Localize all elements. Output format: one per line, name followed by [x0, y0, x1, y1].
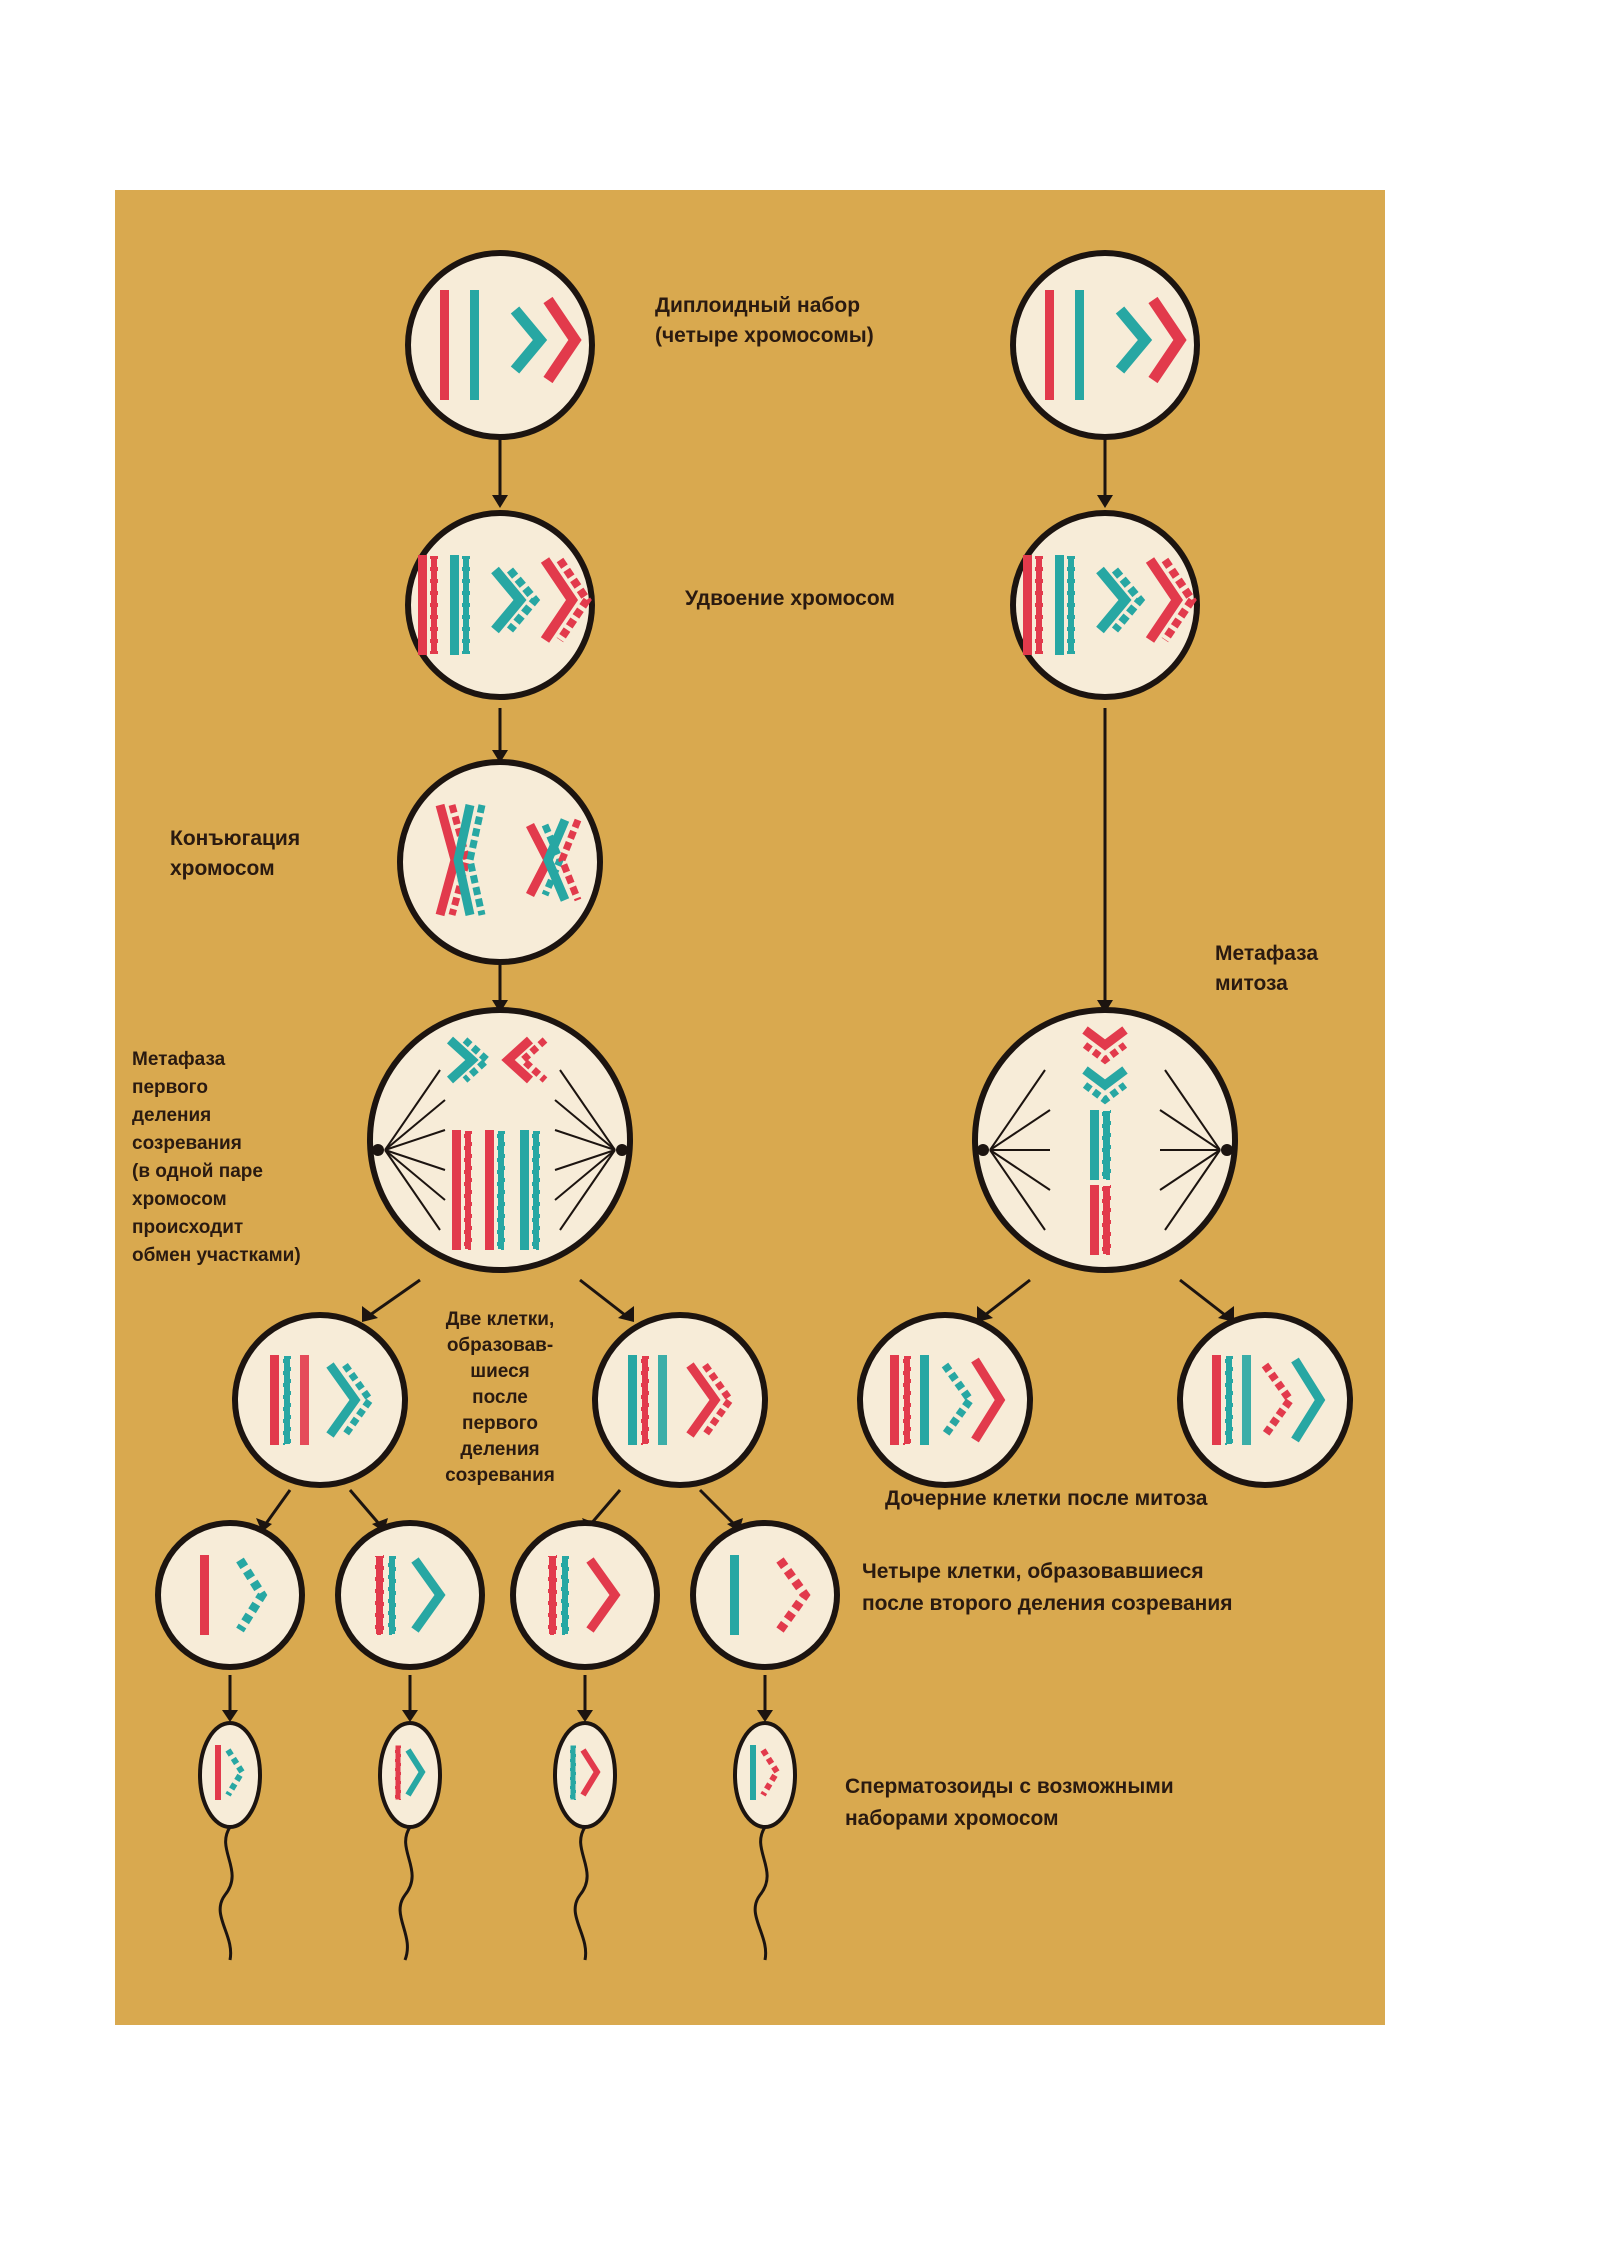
label-line: хромосом [170, 857, 275, 880]
arrowhead-to-sperm-3 [577, 1710, 593, 1722]
cell-first-division-right [592, 1312, 768, 1488]
label-line: после [472, 1387, 528, 1408]
label-spermatozoa: Сперматозоиды с возможными наборами хромо… [845, 1775, 1174, 1830]
arrowhead-meiosis-3 [492, 1000, 508, 1013]
arrowhead-first-division-left [362, 1306, 378, 1322]
spermatozoon-1 [198, 1721, 262, 1961]
spermatozoon-2 [378, 1721, 442, 1961]
cell-second-division-1 [155, 1520, 305, 1670]
label-conjugation: Конъюгация хромосом [170, 827, 300, 880]
arrowhead-meiosis-1 [492, 495, 508, 508]
label-line: шиеся [470, 1361, 530, 1382]
cell-doubled-meiosis [405, 510, 595, 700]
arrowhead-mitosis-2 [1097, 1000, 1113, 1013]
label-diploid-set: Диплоидный набор (четыре хромосомы) [655, 294, 874, 347]
arrowhead-to-sperm-4 [757, 1710, 773, 1722]
arrows [228, 438, 1226, 1715]
arrow-mitosis-right [1179, 1278, 1226, 1317]
arrow-second-division-4 [698, 1488, 737, 1527]
label-chromosome-doubling: Удвоение хромосом [685, 587, 895, 610]
label-line: происходит [132, 1217, 243, 1238]
cell-second-division-3 [510, 1520, 660, 1670]
cell-second-division-2 [335, 1520, 485, 1670]
label-line: Две клетки, [446, 1309, 554, 1330]
arrowhead-to-sperm-2 [402, 1710, 418, 1722]
label-line: Четыре клетки, образовавшиеся [862, 1560, 1204, 1583]
label-line: митоза [1215, 972, 1288, 995]
arrowhead-meiosis-2 [492, 750, 508, 763]
label-two-cells: Две клетки, образовав-шиеся после первого де… [445, 1309, 555, 1486]
label-line: Удвоение хромосом [685, 587, 895, 610]
arrow-second-division-3 [588, 1489, 622, 1526]
label-line: Диплоидный набор [655, 294, 860, 317]
arrow-second-division-2 [348, 1489, 382, 1526]
arrow-second-division-1 [263, 1489, 292, 1526]
cell-diploid-meiosis [405, 250, 595, 440]
label-line: созревания [132, 1133, 242, 1154]
label-line: обмен участками) [132, 1245, 301, 1266]
label-line: Метафаза [132, 1049, 226, 1070]
cell-metaphase-first-division [367, 1007, 633, 1273]
cell-metaphase-mitosis [972, 1007, 1238, 1273]
cell-conjugation [397, 759, 603, 965]
arrowhead-mitosis-1 [1097, 495, 1113, 508]
cell-doubled-mitosis [1010, 510, 1200, 700]
label-metaphase-first-division: Метафаза первого деления созревания (в одной… [132, 1049, 301, 1266]
label-line: Сперматозоиды с возможными [845, 1775, 1174, 1798]
arrow-first-division-right [579, 1278, 626, 1317]
arrow-first-division-left [369, 1278, 421, 1317]
spermatozoon-4 [733, 1721, 797, 1961]
label-line: Конъюгация [170, 827, 300, 850]
label-daughter-cells: Дочерние клетки после митоза [885, 1487, 1208, 1510]
label-metaphase-mitosis: Метафаза митоза [1215, 942, 1318, 995]
arrowhead-first-division-right [618, 1306, 634, 1322]
label-line: созревания [445, 1465, 555, 1486]
arrowhead-second-division-1 [256, 1518, 272, 1532]
label-four-cells: Четыре клетки, образовавшиеся после второ… [862, 1560, 1233, 1615]
label-line: образовав- [447, 1335, 553, 1356]
spermatozoon-3 [553, 1721, 617, 1961]
cell-second-division-4 [690, 1520, 840, 1670]
label-line: (четыре хромосомы) [655, 324, 874, 347]
label-line: первого [462, 1413, 538, 1434]
arrowhead-mitosis-left [977, 1306, 993, 1322]
label-line: Дочерние клетки после митоза [885, 1487, 1208, 1510]
cell-diploid-mitosis [1010, 250, 1200, 440]
arrowhead-mitosis-right [1218, 1306, 1234, 1322]
label-line: наборами хромосом [845, 1807, 1059, 1830]
arrowhead-to-sperm-1 [222, 1710, 238, 1722]
label-line: Метафаза [1215, 942, 1318, 965]
cell-first-division-left [232, 1312, 408, 1488]
label-line: деления [460, 1439, 539, 1460]
arrow-mitosis-left [984, 1278, 1031, 1317]
cell-mitosis-daughter-right [1177, 1312, 1353, 1488]
label-line: первого [132, 1077, 208, 1098]
label-line: хромосом [132, 1189, 227, 1210]
cell-mitosis-daughter-left [857, 1312, 1033, 1488]
label-line: (в одной паре [132, 1161, 263, 1182]
label-line: деления [132, 1105, 211, 1126]
label-line: после второго деления созревания [862, 1592, 1233, 1615]
